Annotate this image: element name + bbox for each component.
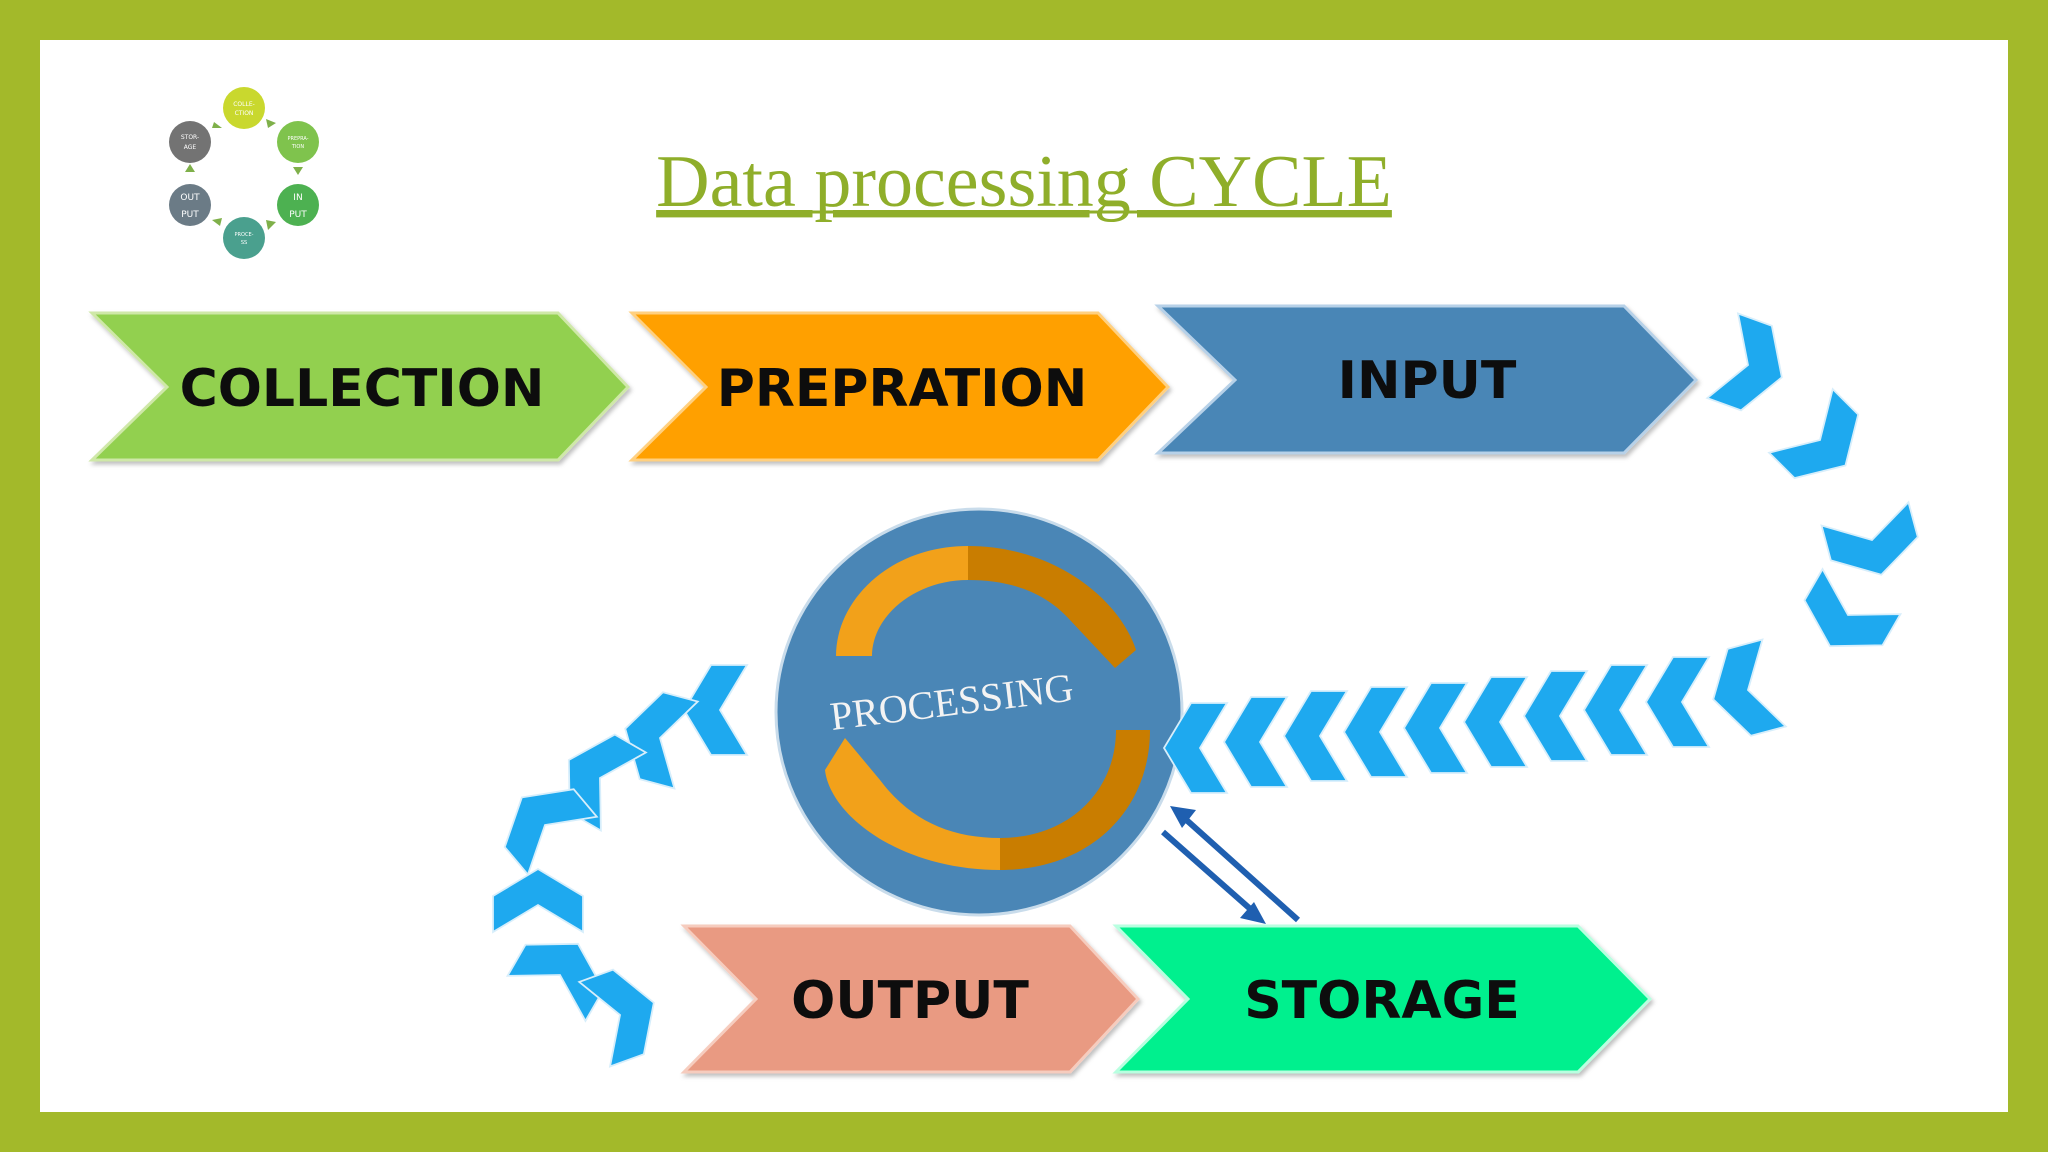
chevron-mark (1402, 682, 1469, 774)
mini-label-storage-1: STOR- (181, 134, 199, 141)
stage-label-input: INPUT (1338, 351, 1517, 411)
chevron-flow (492, 312, 1919, 1068)
page-title: Data processing CYCLE (656, 141, 1392, 223)
processing-node: PROCESSING (774, 507, 1184, 917)
chevron-mark (1162, 702, 1229, 794)
processing-arc-top-right (968, 546, 1136, 668)
chevron-mark (1342, 686, 1409, 778)
stage-label-collection: COLLECTION (180, 359, 545, 419)
stage-input: INPUT (1154, 304, 1699, 455)
chevron-mark (1767, 387, 1860, 480)
mini-label-output-1: OUT (180, 193, 200, 203)
mini-node-input: IN PUT (277, 184, 319, 226)
mini-label-process-1: PROCE- (235, 232, 254, 238)
chevron-mark (577, 968, 655, 1068)
mini-label-input-2: PUT (289, 210, 307, 220)
mini-label-prepration-1: PREPRA- (287, 136, 308, 142)
chevron-mark (1803, 567, 1903, 648)
mini-label-storage-2: AGE (184, 144, 197, 151)
stage-prepration: PREPRATION (628, 311, 1171, 462)
mini-node-process: PROCE- SS (223, 217, 265, 259)
mini-node-storage: STOR- AGE (169, 121, 211, 163)
chevron-mark (1644, 656, 1711, 748)
stage-storage: STORAGE (1112, 924, 1653, 1074)
mini-node-output: OUT PUT (169, 184, 211, 226)
chevron-mark (492, 867, 584, 934)
mini-cycle-arrows (185, 119, 303, 230)
mini-label-prepration-2: TION (291, 144, 304, 150)
mini-cycle-logo: COLLE- CTION PREPRA- TION IN PUT PROCE- … (169, 87, 319, 259)
chevron-mark (503, 788, 599, 877)
mini-label-input-1: IN (293, 193, 302, 203)
stage-output: OUTPUT (680, 924, 1141, 1074)
processing-storage-arrows (1161, 806, 1301, 924)
stage-label-storage: STORAGE (1244, 971, 1520, 1031)
stage-label-output: OUTPUT (791, 971, 1029, 1031)
chevron-mark (1705, 312, 1783, 412)
chevron-mark (1712, 638, 1788, 737)
chevron-mark (624, 691, 700, 790)
processing-arc-bottom-left (825, 738, 1000, 870)
mini-node-collection: COLLE- CTION (223, 87, 265, 129)
chevron-mark (1222, 696, 1289, 788)
mini-label-output-2: PUT (181, 210, 199, 220)
chevron-mark (1820, 500, 1919, 576)
processing-arc-bottom-right (1000, 730, 1150, 870)
stage-collection: COLLECTION (88, 311, 631, 462)
mini-node-prepration: PREPRA- TION (277, 121, 319, 163)
processing-arc-top-left (836, 546, 968, 656)
mini-label-collection-1: COLLE- (233, 101, 255, 108)
chevron-mark (1282, 690, 1349, 782)
chevron-mark (682, 664, 749, 756)
stage-label-prepration: PREPRATION (717, 359, 1088, 419)
mini-label-collection-2: CTION (235, 110, 254, 117)
chevron-mark (1582, 664, 1649, 756)
chevron-mark (1522, 670, 1589, 762)
mini-label-process-2: SS (241, 240, 247, 246)
chevron-mark (1462, 676, 1529, 768)
